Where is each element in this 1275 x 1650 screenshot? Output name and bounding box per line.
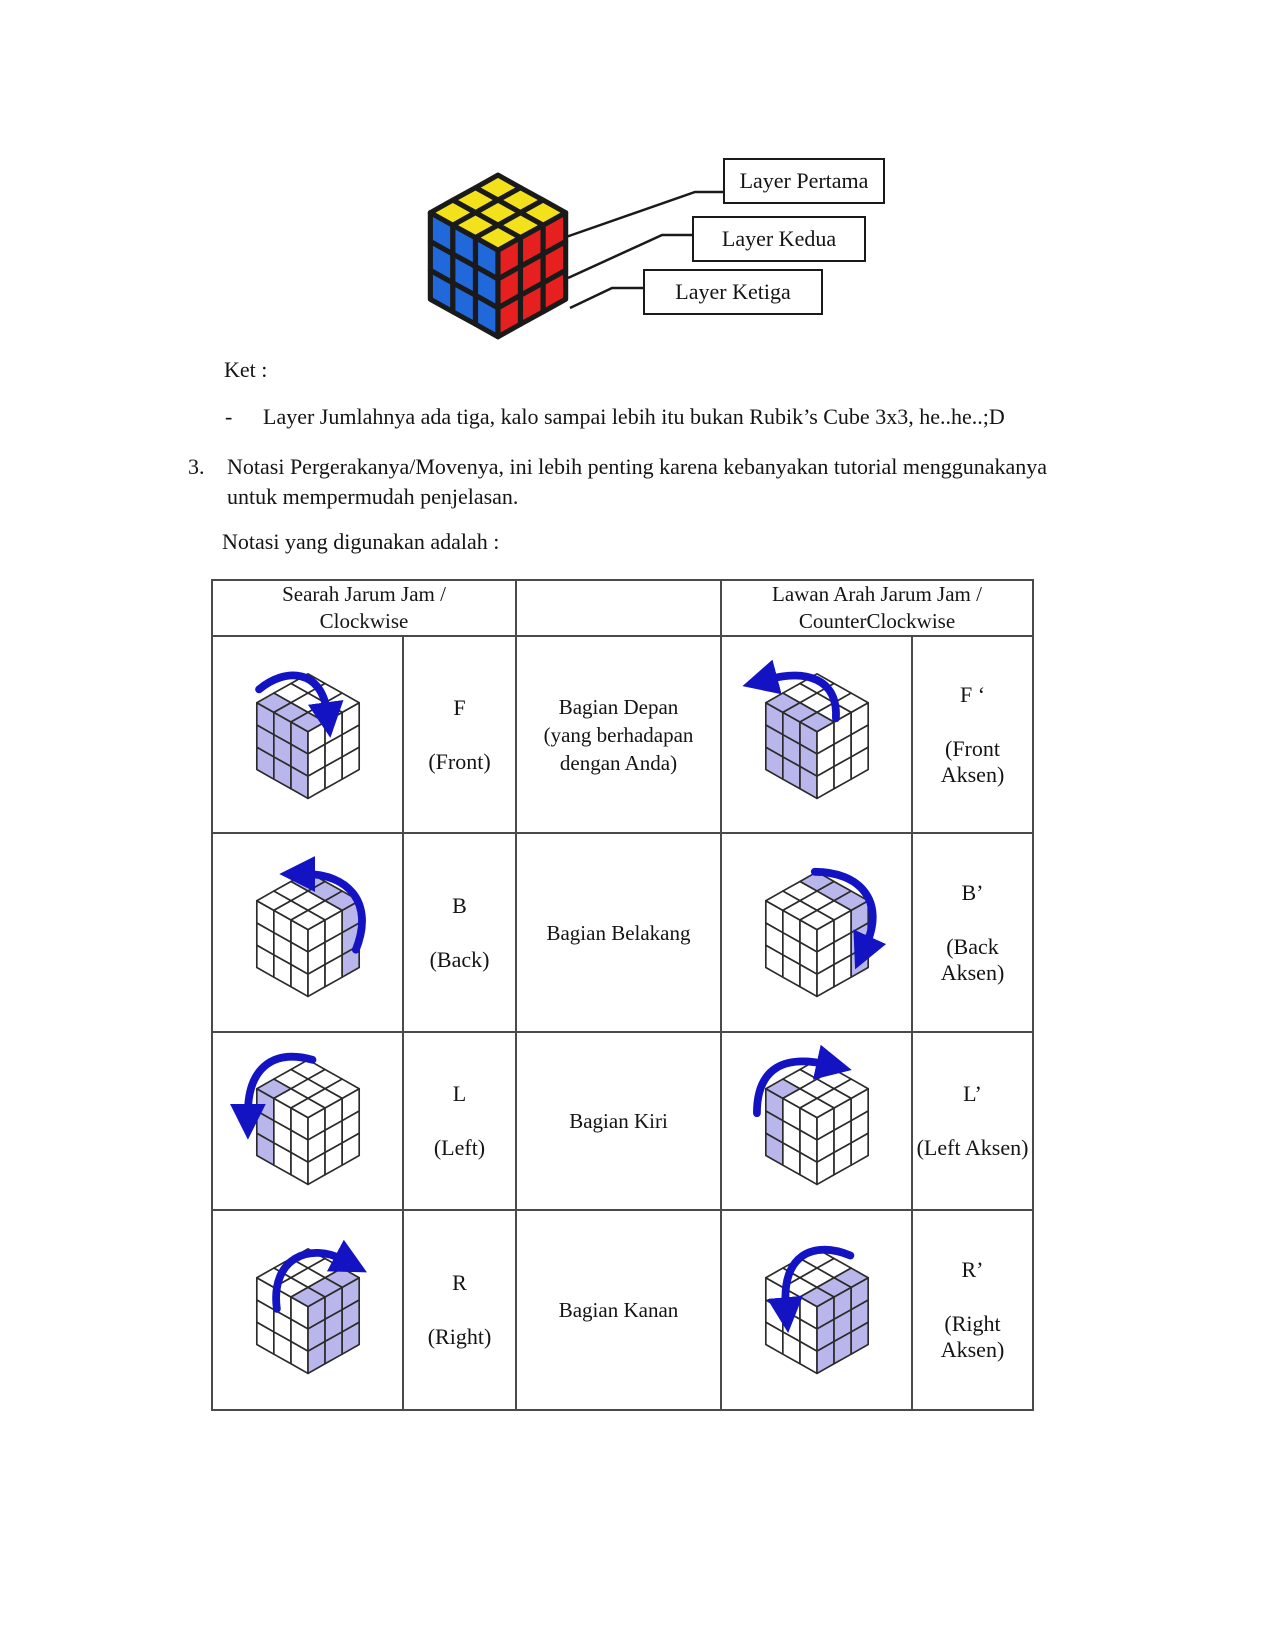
ket-heading: Ket :	[224, 357, 268, 382]
table-intro: Notasi yang digunakan adalah :	[222, 529, 500, 554]
item3-line2: untuk mempermudah penjelasan.	[227, 484, 519, 509]
cell-cube-f-prime	[720, 635, 913, 834]
cell-move-b-prime: B’ (Back Aksen)	[910, 832, 1035, 1033]
table-row-front: F (Front) Bagian Depan (yang berhadapan …	[211, 635, 1035, 834]
cell-desc-r: Bagian Kanan	[515, 1209, 722, 1411]
cube-front-clockwise-icon	[254, 671, 360, 799]
label-layer-pertama: Layer Pertama	[723, 158, 885, 204]
cell-move-l: L (Left)	[402, 1031, 517, 1211]
cube-left-counterclockwise-icon	[752, 1044, 869, 1186]
cell-cube-b	[211, 832, 404, 1033]
label-layer-ketiga-text: Layer Ketiga	[675, 279, 791, 304]
table-row-left: L (Left) Bagian Kiri L’ (Left Aksen)	[211, 1031, 1035, 1211]
callout-lines	[565, 190, 725, 310]
item3-line1: Notasi Pergerakanya/Movenya, ini lebih p…	[227, 454, 1048, 479]
cell-cube-f	[211, 635, 404, 834]
cell-move-l-prime: L’ (Left Aksen)	[910, 1031, 1035, 1211]
cell-desc-f: Bagian Depan (yang berhadapan dengan And…	[515, 635, 722, 834]
label-layer-kedua: Layer Kedua	[692, 216, 866, 262]
cell-move-b: B (Back)	[402, 832, 517, 1033]
cell-desc-b: Bagian Belakang	[515, 832, 722, 1033]
header-empty	[515, 579, 722, 637]
table-header-row: Searah Jarum Jam / Clockwise Lawan Arah …	[211, 579, 1035, 637]
cube-back-counterclockwise-icon	[764, 867, 886, 997]
label-layer-kedua-text: Layer Kedua	[721, 226, 837, 251]
cell-move-f-prime: F ‘ (Front Aksen)	[910, 635, 1035, 834]
bullet-text: Layer Jumlahnya ada tiga, kalo sampai le…	[263, 404, 1005, 429]
cube-left-clockwise-icon	[229, 1052, 360, 1186]
table-row-right: R (Right) Bagian Kanan R’ (Right Aksen)	[211, 1209, 1035, 1411]
rubiks-cube-colored-icon	[427, 172, 569, 340]
label-layer-ketiga: Layer Ketiga	[643, 269, 823, 315]
cell-cube-b-prime	[720, 832, 913, 1033]
cell-move-f: F (Front)	[402, 635, 517, 834]
cell-cube-l	[211, 1031, 404, 1211]
bullet-marker: -	[225, 404, 233, 429]
cell-move-r: R (Right)	[402, 1209, 517, 1411]
label-layer-pertama-text: Layer Pertama	[739, 168, 869, 193]
cell-cube-r-prime	[720, 1209, 913, 1411]
cell-desc-l: Bagian Kiri	[515, 1031, 722, 1211]
cell-cube-l-prime	[720, 1031, 913, 1211]
cell-move-r-prime: R’ (Right Aksen)	[910, 1209, 1035, 1411]
cell-cube-r	[211, 1209, 404, 1411]
header-counterclockwise: Lawan Arah Jarum Jam / CounterClockwise	[719, 579, 1035, 637]
cube-right-counterclockwise-icon	[764, 1245, 869, 1375]
cube-front-counterclockwise-icon	[741, 659, 869, 799]
table-row-back: B (Back) Bagian Belakang B’ (Back Aksen)	[211, 832, 1035, 1033]
list-number-3: 3.	[188, 454, 205, 479]
notation-table: Searah Jarum Jam / Clockwise Lawan Arah …	[211, 579, 1035, 1411]
header-clockwise: Searah Jarum Jam / Clockwise	[211, 579, 517, 637]
cube-back-clockwise-icon	[255, 855, 366, 997]
cube-right-clockwise-icon	[255, 1239, 367, 1375]
